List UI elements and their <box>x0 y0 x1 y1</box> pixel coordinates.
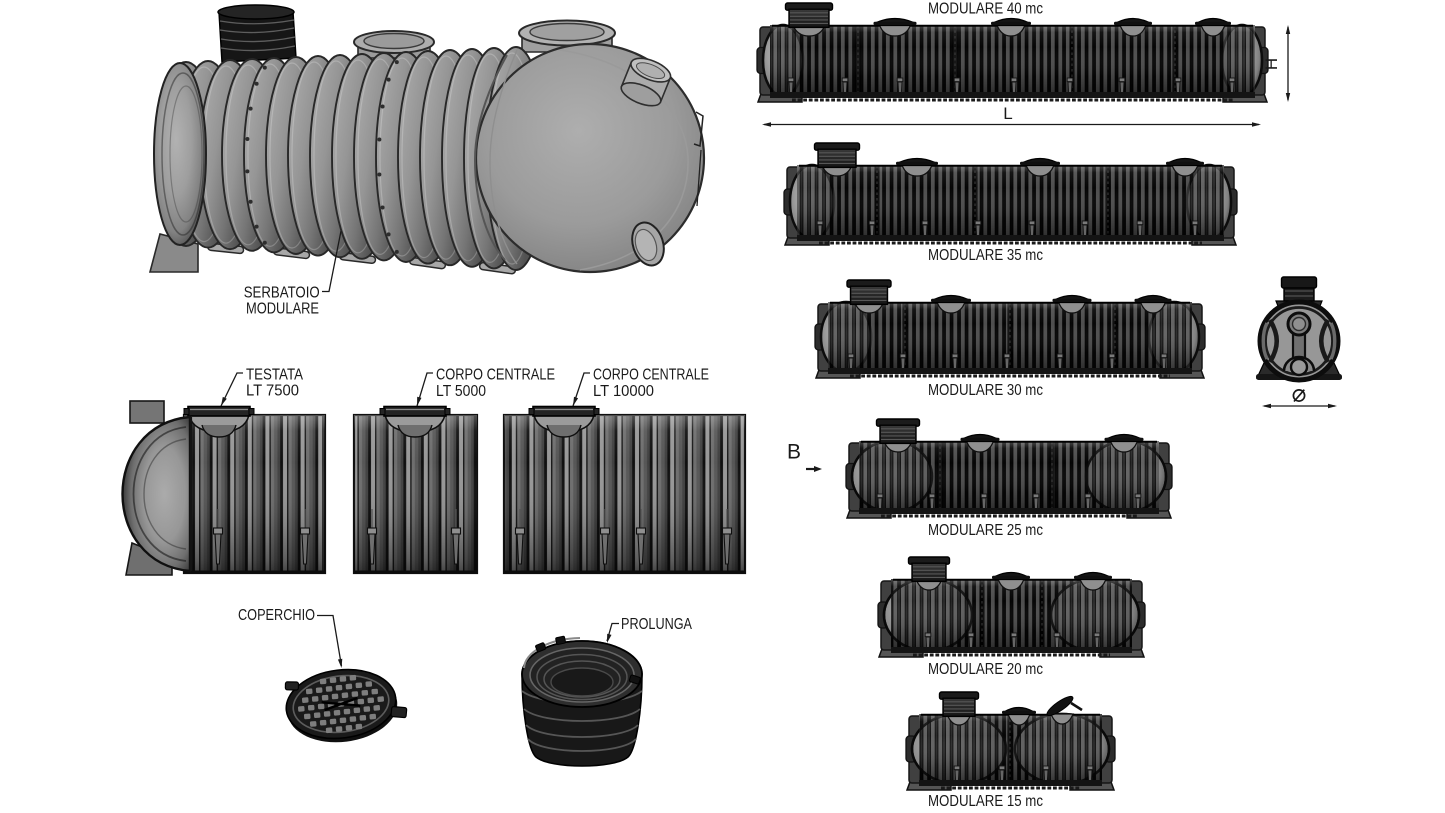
svg-text:B: B <box>787 441 801 464</box>
svg-text:PROLUNGA: PROLUNGA <box>621 616 692 633</box>
svg-text:CORPO CENTRALE: CORPO CENTRALE <box>593 367 709 384</box>
svg-text:L: L <box>1003 104 1012 123</box>
svg-text:MODULARE 15 mc: MODULARE 15 mc <box>928 793 1043 810</box>
svg-text:MODULARE 35 mc: MODULARE 35 mc <box>928 247 1043 264</box>
svg-text:MODULARE 40 mc: MODULARE 40 mc <box>928 1 1043 18</box>
svg-text:H: H <box>1262 58 1281 70</box>
svg-text:SERBATOIO: SERBATOIO <box>244 285 320 302</box>
svg-text:MODULARE 25 mc: MODULARE 25 mc <box>928 522 1043 539</box>
svg-text:LT 5000: LT 5000 <box>436 383 486 400</box>
svg-text:TESTATA: TESTATA <box>246 367 303 384</box>
svg-text:MODULARE: MODULARE <box>246 301 319 318</box>
svg-text:MODULARE 30 mc: MODULARE 30 mc <box>928 382 1043 399</box>
svg-text:LT 10000: LT 10000 <box>593 383 654 400</box>
svg-text:LT 7500: LT 7500 <box>246 383 299 400</box>
svg-text:COPERCHIO: COPERCHIO <box>238 607 315 624</box>
svg-text:CORPO CENTRALE: CORPO CENTRALE <box>436 367 555 384</box>
svg-text:MODULARE 20 mc: MODULARE 20 mc <box>928 661 1043 678</box>
